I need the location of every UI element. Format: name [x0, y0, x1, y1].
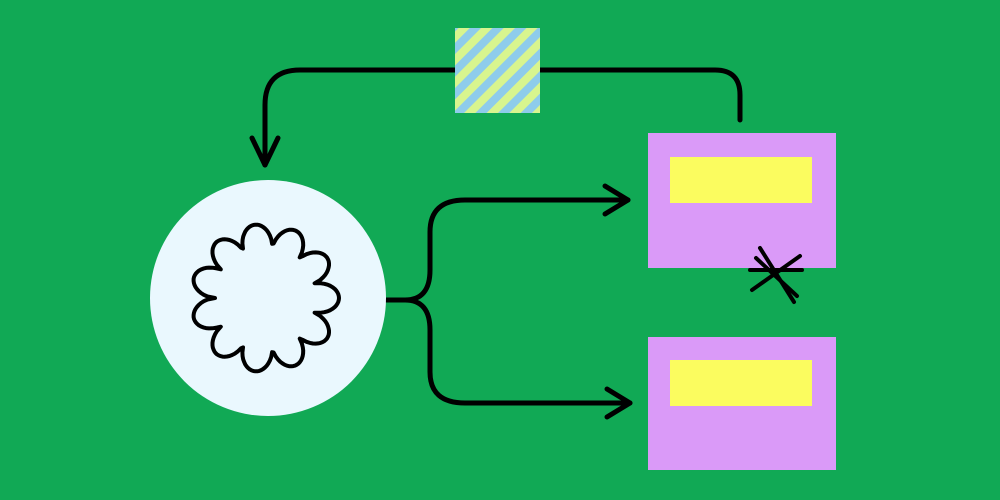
- edge-hub-to-bottom-card: [402, 297, 633, 406]
- asterisk-icon: [748, 246, 804, 304]
- arrowhead-top-card: [602, 183, 631, 217]
- edge-hub-to-top-card: [382, 197, 631, 303]
- hub-node: [150, 180, 386, 416]
- arrowhead-bottom-card: [604, 386, 633, 420]
- feedback-arrowhead: [249, 135, 281, 168]
- top-card-highlight-bar: [670, 157, 812, 203]
- bottom-card-highlight-bar: [670, 360, 812, 406]
- striped-square-icon: [455, 28, 540, 113]
- flower-icon: [191, 222, 341, 374]
